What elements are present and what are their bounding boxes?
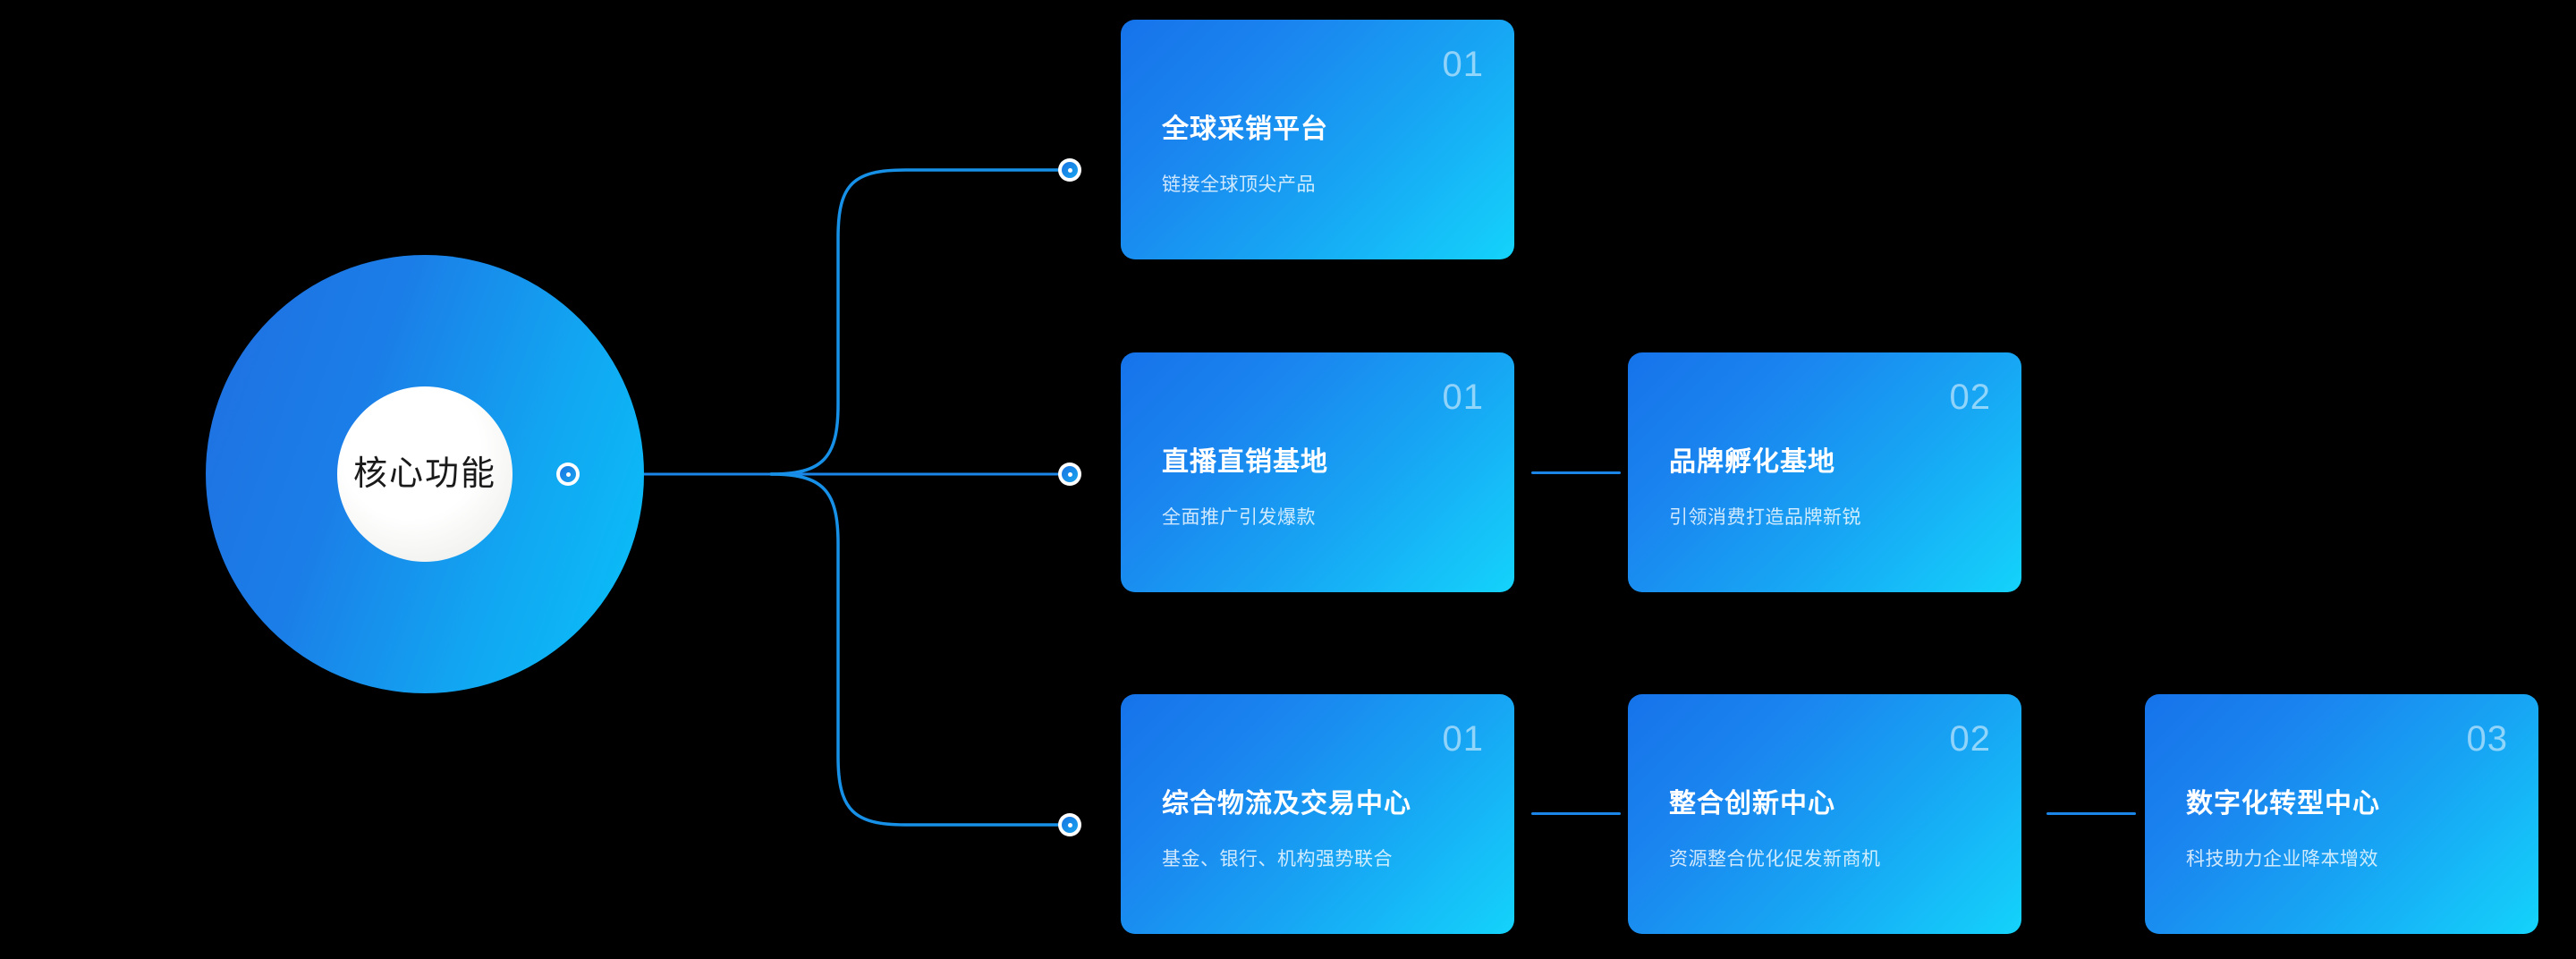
- card-subtitle: 科技助力企业降本增效: [2186, 849, 2378, 870]
- card-subtitle: 基金、银行、机构强势联合: [1162, 849, 1393, 870]
- branch-line-top: [769, 168, 1063, 476]
- card-link-row2-1-2: [1531, 471, 1621, 474]
- card-link-row3-1-2: [1531, 812, 1621, 815]
- card-title: 数字化转型中心: [2186, 789, 2380, 819]
- branch-endpoint-dot-middle: [1058, 463, 1081, 486]
- hub-label: 核心功能: [352, 455, 496, 493]
- card-subtitle: 资源整合优化促发新商机: [1669, 849, 1881, 870]
- card-number: 03: [2466, 719, 2508, 759]
- hub-connector-dot: [556, 463, 580, 486]
- branch-line-bottom: [769, 472, 1063, 827]
- card-link-row3-2-3: [2046, 812, 2136, 815]
- card-logistics-trade-center[interactable]: 01 综合物流及交易中心 基金、银行、机构强势联合: [1121, 694, 1514, 934]
- hub-inner-circle: 核心功能: [337, 386, 513, 562]
- card-digital-transformation-center[interactable]: 03 数字化转型中心 科技助力企业降本增效: [2145, 694, 2538, 934]
- card-title: 整合创新中心: [1669, 789, 1835, 819]
- card-livestream-base[interactable]: 01 直播直销基地 全面推广引发爆款: [1121, 352, 1514, 592]
- card-integrated-innovation-center[interactable]: 02 整合创新中心 资源整合优化促发新商机: [1628, 694, 2021, 934]
- card-subtitle: 引领消费打造品牌新锐: [1669, 507, 1861, 528]
- card-title: 综合物流及交易中心: [1162, 789, 1411, 819]
- card-number: 01: [1442, 45, 1484, 84]
- card-title: 全球采销平台: [1162, 115, 1328, 144]
- card-number: 01: [1442, 719, 1484, 759]
- card-title: 直播直销基地: [1162, 447, 1328, 477]
- card-number: 02: [1949, 719, 1991, 759]
- card-number: 01: [1442, 378, 1484, 417]
- branch-endpoint-dot-bottom: [1058, 813, 1081, 836]
- card-subtitle: 链接全球顶尖产品: [1162, 174, 1316, 195]
- branch-endpoint-dot-top: [1058, 158, 1081, 182]
- card-brand-incubation[interactable]: 02 品牌孵化基地 引领消费打造品牌新锐: [1628, 352, 2021, 592]
- card-title: 品牌孵化基地: [1669, 447, 1835, 477]
- card-subtitle: 全面推广引发爆款: [1162, 507, 1316, 528]
- card-global-procurement[interactable]: 01 全球采销平台 链接全球顶尖产品: [1121, 20, 1514, 259]
- card-number: 02: [1949, 378, 1991, 417]
